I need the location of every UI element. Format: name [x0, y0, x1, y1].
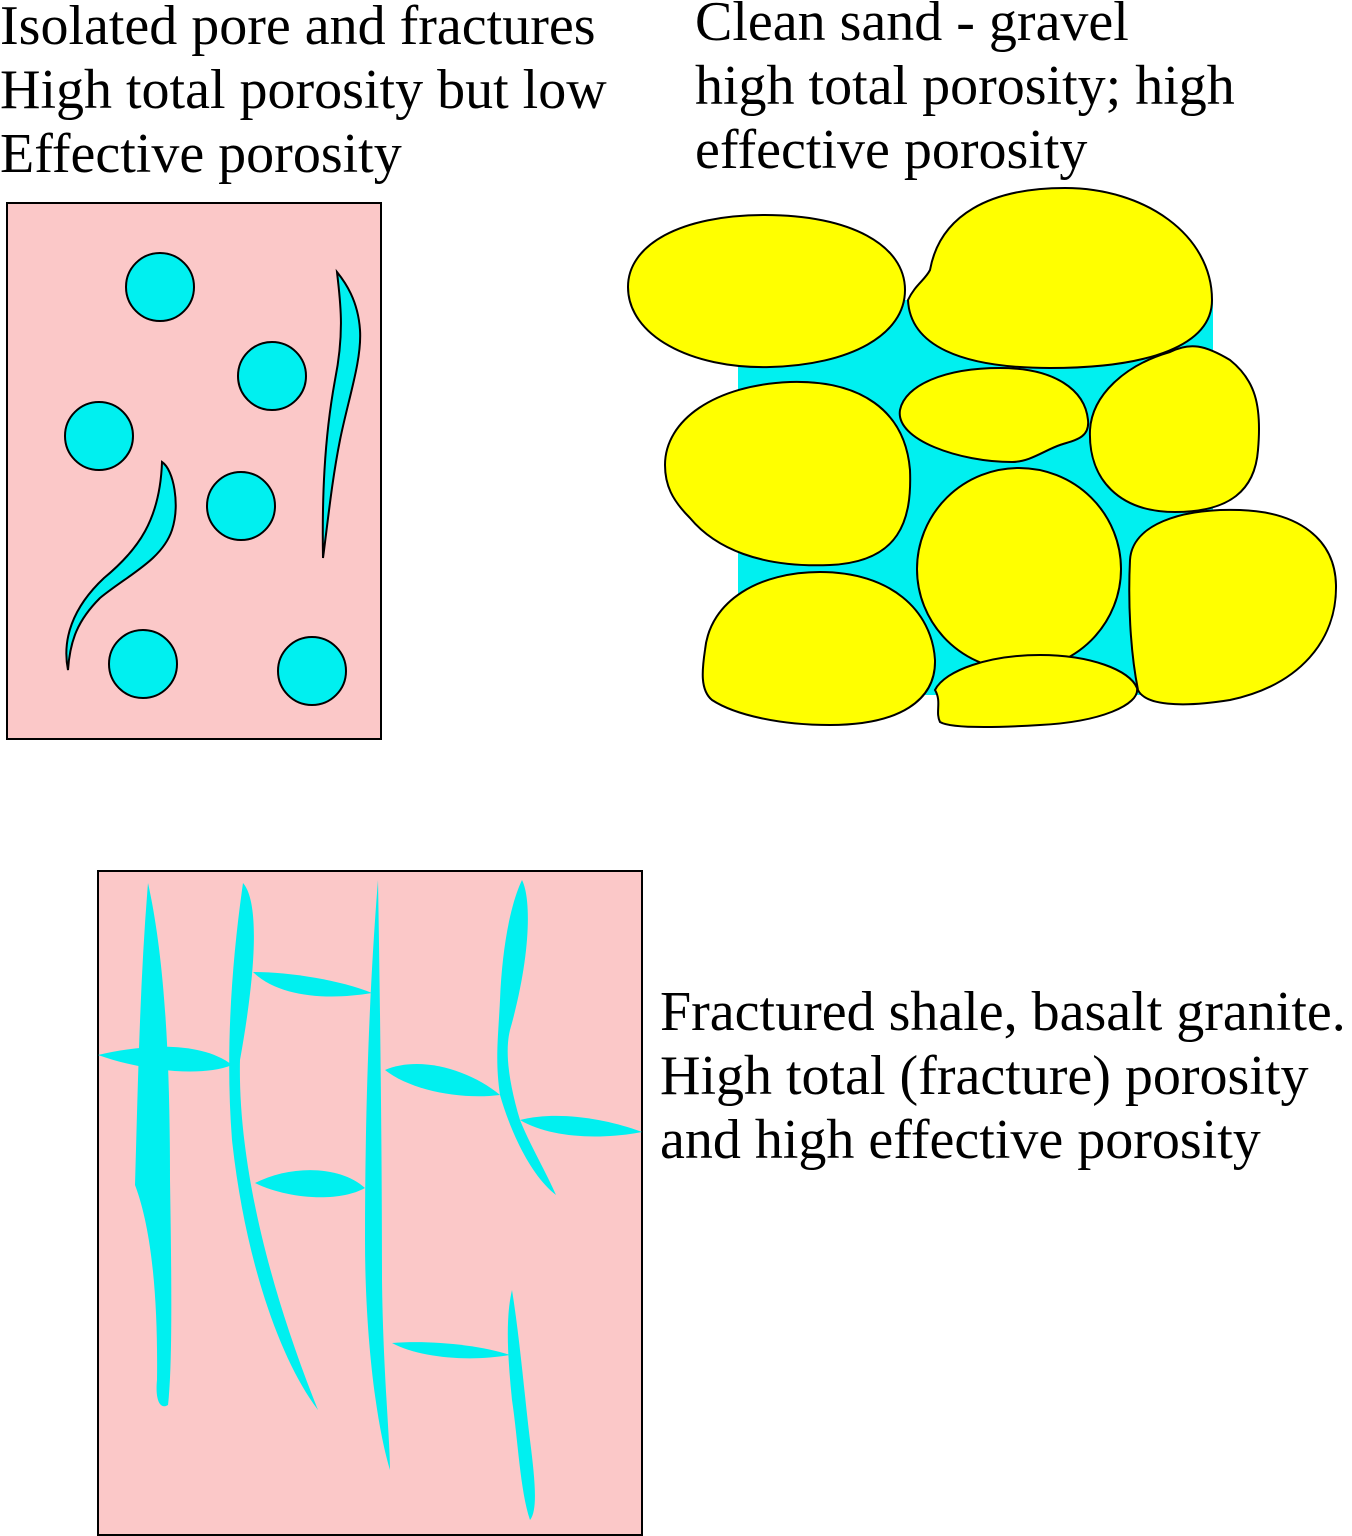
- fracture: [385, 1064, 500, 1097]
- isolated-fracture: [65, 460, 177, 671]
- sand-grain: [701, 570, 937, 727]
- caption-line: effective porosity: [695, 119, 1088, 181]
- caption-line: High total porosity but low: [0, 59, 607, 121]
- fracture: [229, 883, 318, 1410]
- isolated-pore: [237, 341, 307, 411]
- caption-line: Clean sand - gravel: [695, 0, 1129, 53]
- isolated-fracture: [321, 268, 362, 559]
- isolated-pore: [108, 629, 178, 699]
- fractured-rock-caption: Fractured shale, basalt granite. High to…: [660, 980, 1346, 1172]
- caption-line: high total porosity; high: [695, 55, 1235, 117]
- isolated-pore: [125, 252, 195, 322]
- caption-line: Effective porosity: [0, 123, 402, 185]
- sand-grain: [933, 653, 1139, 728]
- sand-grain: [916, 467, 1122, 671]
- sand-grain: [898, 366, 1090, 464]
- fracture: [392, 1342, 510, 1359]
- caption-line: Fractured shale, basalt granite.: [660, 981, 1346, 1043]
- caption-line: and high effective porosity: [660, 1109, 1261, 1171]
- fracture: [365, 880, 390, 1470]
- clean-sand-caption: Clean sand - gravel high total porosity;…: [695, 0, 1235, 182]
- sand-grain: [906, 186, 1214, 370]
- fracture: [497, 880, 556, 1195]
- sand-grain: [663, 380, 912, 567]
- sand-grain: [626, 213, 907, 369]
- isolated-pores-diagram: [6, 202, 382, 740]
- fracture: [98, 1046, 232, 1072]
- isolated-pores-caption: Isolated pore and fractures High total p…: [0, 0, 607, 186]
- caption-line: Isolated pore and fractures: [0, 0, 596, 57]
- fracture: [507, 1290, 535, 1520]
- isolated-pore: [206, 471, 276, 541]
- isolated-pore: [277, 636, 347, 706]
- fracture: [253, 972, 372, 997]
- isolated-pore: [64, 401, 134, 471]
- clean-sand-diagram: [626, 186, 1338, 728]
- sand-grain: [1128, 508, 1338, 706]
- sand-grain: [1088, 345, 1261, 514]
- fracture: [520, 1115, 642, 1137]
- caption-line: High total (fracture) porosity: [660, 1045, 1309, 1107]
- fracture: [255, 1170, 365, 1198]
- fracture: [135, 883, 172, 1407]
- fractured-rock-diagram: [97, 870, 643, 1536]
